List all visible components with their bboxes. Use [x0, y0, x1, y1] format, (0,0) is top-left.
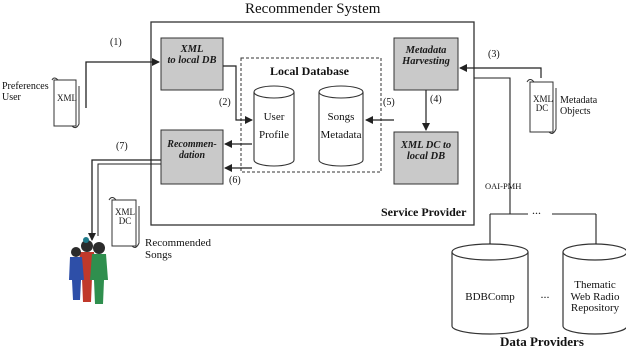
- arrow-step-7-inner: [97, 163, 161, 236]
- arrow-step-7: [88, 159, 161, 241]
- step-label-2: (2): [219, 97, 231, 108]
- recommendation-box: [160, 129, 224, 185]
- recommendation-label: Recommen-dation: [167, 139, 217, 161]
- metadata-xml-dc-document: [526, 79, 557, 134]
- metadata-harvesting-box: [393, 37, 459, 91]
- service-provider-frame: [150, 21, 475, 226]
- step-label-1: (1): [110, 37, 122, 48]
- system-title: Recommender System: [245, 1, 381, 17]
- arrow-step-2: [223, 65, 253, 124]
- step-label-5: (5): [383, 97, 395, 108]
- recommended-xml-dc-document: [108, 197, 140, 248]
- step-label-6: (6): [229, 175, 241, 186]
- user-profile-cylinder: [253, 85, 295, 167]
- data-providers-label: Data Providers: [500, 334, 584, 349]
- step-label-3: (3): [488, 49, 500, 60]
- step-label-4: (4): [430, 94, 442, 105]
- oai-pmh-link: [474, 77, 511, 214]
- bdbcomp-cylinder: [451, 243, 529, 335]
- local-database-label: Local Database: [270, 64, 349, 78]
- users-figure: [69, 237, 108, 304]
- xml-to-local-db-box: [160, 37, 224, 91]
- bdbcomp-label: BDBComp: [465, 291, 515, 303]
- local-database-frame: [240, 57, 382, 173]
- step-label-7: (7): [116, 141, 128, 152]
- providers-ellipsis: ...: [540, 287, 550, 301]
- service-provider-label: Service Provider: [381, 205, 467, 219]
- preferences-doc-text: XML: [57, 93, 77, 103]
- preferences-xml-document: [51, 77, 80, 129]
- arrow-step-3: [459, 64, 542, 78]
- oai-pmh-label: OAI-PMH: [485, 181, 522, 191]
- arrow-step-1: [85, 58, 160, 108]
- xml-dc-to-local-db-box: [393, 131, 459, 185]
- thematic-repository-cylinder: [562, 243, 626, 335]
- songs-metadata-cylinder: [318, 85, 364, 167]
- provider-bus-dots: ...: [532, 203, 541, 217]
